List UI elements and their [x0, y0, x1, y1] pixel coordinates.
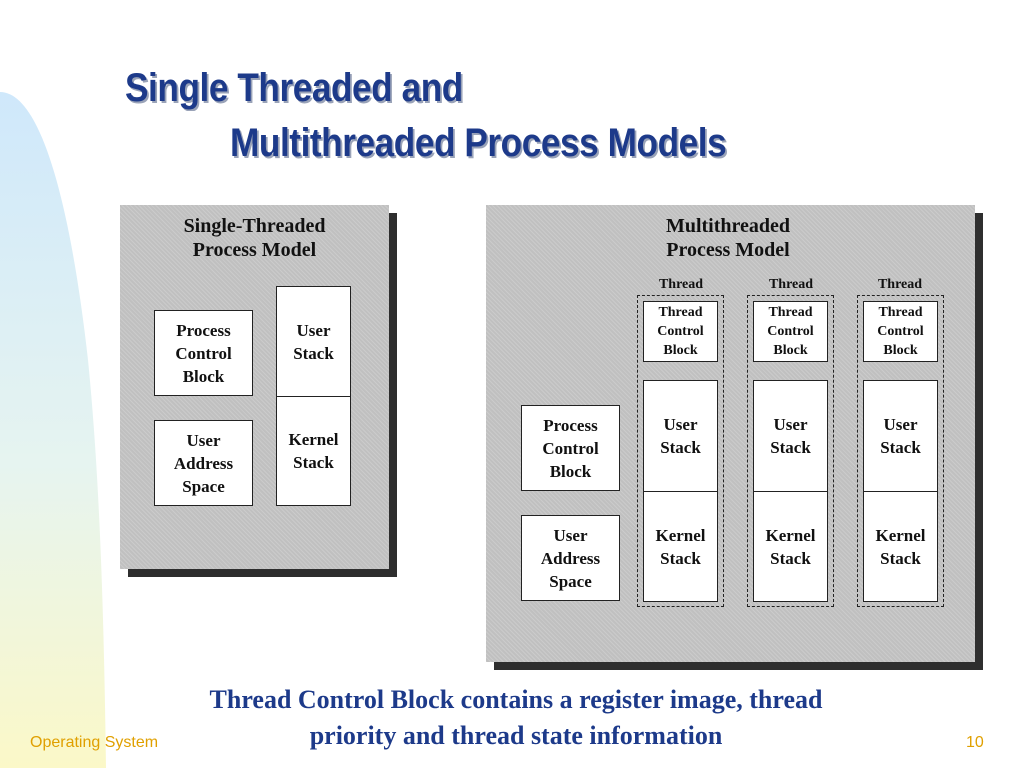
user-stack: User Stack	[276, 286, 351, 397]
kernel-stack: Kernel Stack	[863, 491, 938, 602]
thread-label: Thread	[877, 277, 923, 292]
single-threaded-title: Single-Threaded Process Model	[183, 215, 326, 261]
user-stack: User Stack	[753, 380, 828, 492]
user-stack: User Stack	[863, 380, 938, 492]
thread-boundary	[857, 295, 944, 607]
thread-control-block: Thread Control Block	[643, 301, 718, 362]
caption-line-1: Thread Control Block contains a register…	[209, 685, 823, 714]
user-address-space: User Address Space	[521, 515, 620, 601]
kernel-stack: Kernel Stack	[276, 396, 351, 506]
decorative-wave	[0, 92, 106, 768]
thread-label: Thread	[658, 277, 704, 292]
thread-boundary	[637, 295, 724, 607]
kernel-stack: Kernel Stack	[643, 491, 718, 602]
footer-course-name: Operating System	[30, 734, 159, 751]
slide-title-line-2: Multithreaded Process Models	[230, 121, 727, 165]
caption-line-2: priority and thread state information	[309, 721, 723, 750]
thread-control-block: Thread Control Block	[863, 301, 938, 362]
user-stack: User Stack	[643, 380, 718, 492]
process-control-block: Process Control Block	[154, 310, 253, 396]
user-address-space: User Address Space	[154, 420, 253, 506]
multithreaded-title: Multithreaded Process Model	[665, 215, 791, 261]
process-control-block: Process Control Block	[521, 405, 620, 491]
thread-boundary	[747, 295, 834, 607]
thread-control-block: Thread Control Block	[753, 301, 828, 362]
page-number: 10	[966, 734, 984, 751]
thread-label: Thread	[768, 277, 814, 292]
slide-caption: Thread Control Block contains a register…	[110, 682, 922, 754]
kernel-stack: Kernel Stack	[753, 491, 828, 602]
slide-title-line-1: Single Threaded and	[125, 66, 463, 110]
